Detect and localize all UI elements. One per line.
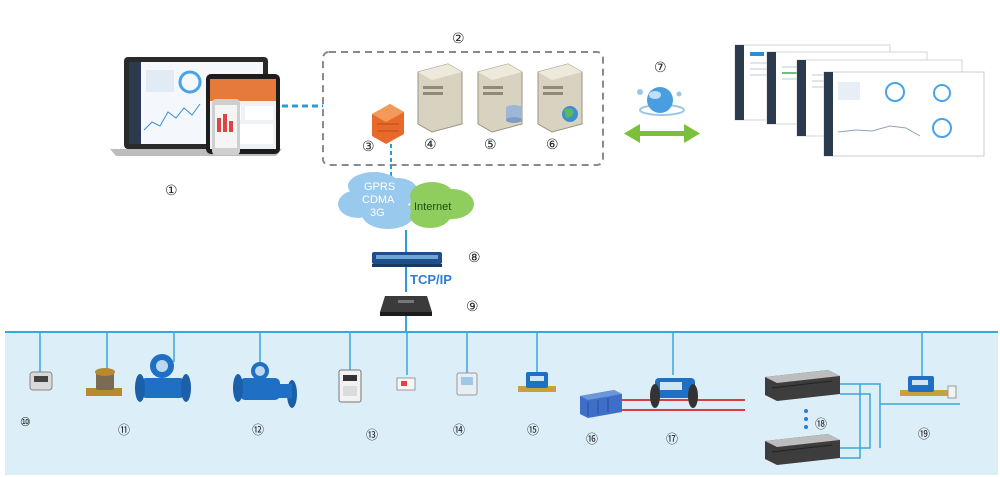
bus-drop-lines (39, 332, 923, 376)
data-exchange-arrow (624, 124, 700, 143)
blue-flow-meter-icon (135, 354, 191, 402)
client-devices (110, 57, 282, 156)
cloud-label-internet: Internet (414, 201, 451, 213)
label-12: ⑫ (252, 423, 264, 437)
phone-icon (212, 99, 240, 155)
tcp-ip-label: TCP/IP (410, 272, 452, 287)
cloud-label-3g: 3G (370, 207, 385, 219)
fan-coil-dots (804, 409, 808, 429)
brass-water-meter-icon (86, 368, 122, 396)
label-2: ② (452, 31, 465, 47)
chiller-pipes (622, 399, 745, 411)
label-11: ⑪ (118, 423, 130, 437)
network-switch-icon (372, 252, 442, 267)
electric-meter-icon (338, 369, 362, 403)
label-18: ⑱ (815, 417, 827, 431)
fan-coil-unit-bottom-icon (765, 434, 840, 465)
dashboard-screen-4 (823, 71, 985, 157)
label-9: ⑨ (466, 299, 479, 315)
heat-meter-icon (518, 372, 556, 392)
database-server-icon (477, 63, 523, 133)
application-server-icon (417, 63, 463, 133)
fan-coil-unit-top-icon (765, 370, 840, 401)
label-15: ⑮ (527, 423, 539, 437)
data-gateway-icon (380, 296, 432, 316)
field-bus-background (5, 332, 998, 475)
label-4: ④ (424, 137, 437, 153)
cloud-service-icon (637, 87, 685, 116)
internet-cloud (410, 182, 474, 228)
label-16: ⑯ (586, 432, 598, 446)
label-8: ⑧ (468, 250, 481, 266)
label-1: ① (165, 183, 178, 199)
label-19: ⑲ (918, 427, 930, 441)
web-server-icon (537, 63, 583, 133)
label-13: ⑬ (366, 428, 378, 442)
fan-coil-pipes (840, 383, 960, 459)
cloud-label-cdma: CDMA (362, 194, 395, 206)
dashboard-screens (734, 44, 985, 157)
electric-meter-small-icon (29, 371, 53, 391)
chiller-unit-icon (580, 390, 622, 418)
label-3: ③ (362, 139, 375, 155)
chilled-water-flow-meter-icon (650, 378, 698, 408)
ultrasonic-heat-meter-icon (900, 376, 957, 399)
cloud-label-gprs: GPRS (364, 181, 395, 193)
label-17: ⑰ (666, 432, 678, 446)
label-7: ⑦ (654, 60, 667, 76)
label-14: ⑭ (453, 423, 465, 437)
thermostat-panel-icon (456, 372, 478, 396)
label-6: ⑥ (546, 137, 559, 153)
firewall-icon (372, 104, 404, 144)
server-group-box (322, 51, 604, 166)
label-5: ⑤ (484, 137, 497, 153)
breaker-module-icon (396, 377, 416, 391)
large-water-meter-icon (233, 362, 297, 408)
mobile-network-cloud (338, 172, 418, 229)
label-10: ⑩ (20, 415, 31, 429)
